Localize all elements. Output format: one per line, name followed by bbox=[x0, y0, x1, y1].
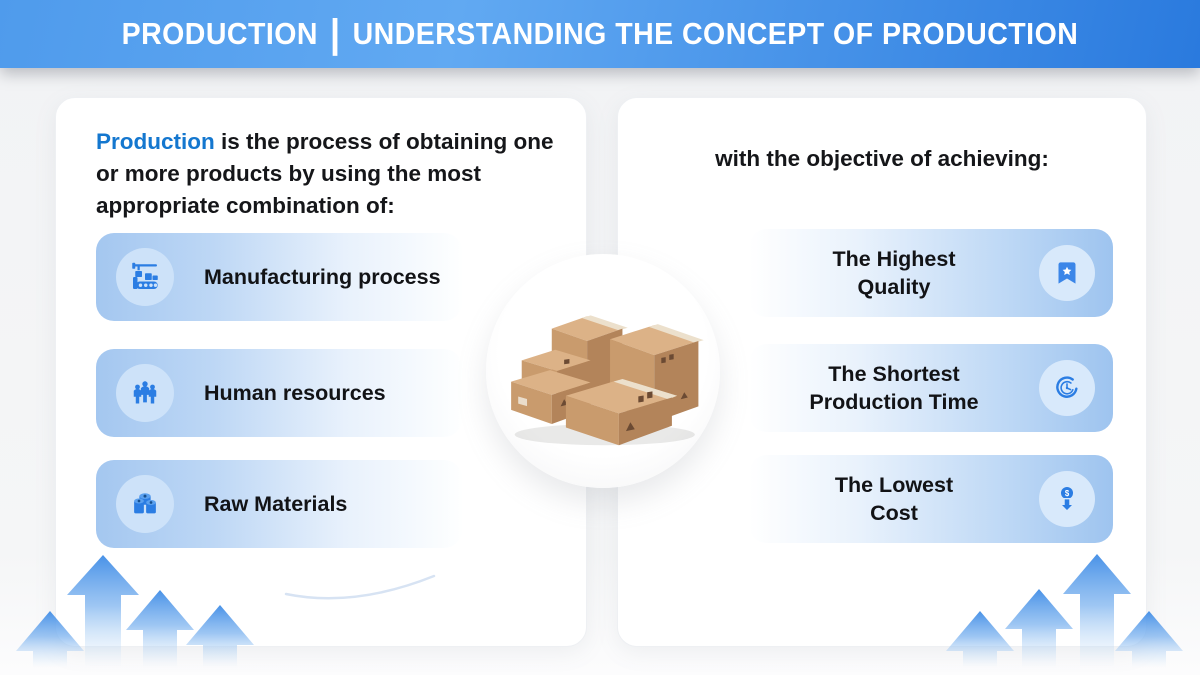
objective-label: The Lowest Cost bbox=[749, 473, 1039, 526]
production-inputs-card: Production is the process of obtaining o… bbox=[55, 97, 587, 647]
intro-rest: is the process of obtaining one or more … bbox=[96, 129, 554, 219]
factory-conveyor-icon bbox=[116, 248, 174, 306]
objective-line2: Production Time bbox=[809, 389, 979, 414]
title-banner: PRODUCTION|UNDERSTANDING THE CONCEPT OF … bbox=[0, 0, 1200, 68]
dollar-down-icon: $ bbox=[1039, 471, 1095, 527]
decorative-arc bbox=[284, 574, 436, 600]
timer-icon bbox=[1039, 360, 1095, 416]
page-title-left: PRODUCTION bbox=[121, 16, 318, 51]
objective-line1: The Lowest bbox=[834, 472, 954, 497]
list-item-label: Raw Materials bbox=[204, 491, 348, 516]
objective-lowest-cost: The Lowest Cost $ bbox=[749, 455, 1113, 543]
box-wide-front bbox=[565, 378, 678, 446]
list-item-human-resources: Human resources bbox=[96, 349, 462, 437]
intro-text: Production is the process of obtaining o… bbox=[96, 126, 578, 223]
objective-line1: The Shortest bbox=[828, 361, 960, 386]
people-icon bbox=[116, 364, 174, 422]
objective-line2: Quality bbox=[857, 274, 931, 299]
list-item-manufacturing-process: Manufacturing process bbox=[96, 233, 462, 321]
svg-text:$: $ bbox=[1065, 489, 1070, 498]
objective-shortest-production-time: The Shortest Production Time bbox=[749, 344, 1113, 432]
bookmark-star-icon bbox=[1039, 245, 1095, 301]
list-item-label: Manufacturing process bbox=[204, 264, 441, 289]
growth-arrows-right bbox=[946, 554, 1183, 668]
intro-highlight: Production bbox=[96, 129, 215, 154]
center-illustration-circle bbox=[486, 254, 720, 488]
objective-line2: Cost bbox=[870, 500, 918, 525]
list-item-raw-materials: Raw Materials bbox=[96, 460, 462, 548]
objective-highest-quality: The Highest Quality bbox=[749, 229, 1113, 317]
cardboard-boxes-illustration bbox=[511, 315, 704, 446]
objective-label: The Highest Quality bbox=[749, 247, 1039, 300]
page-title: PRODUCTION|UNDERSTANDING THE CONCEPT OF … bbox=[121, 12, 1079, 56]
objective-line1: The Highest bbox=[832, 246, 956, 271]
objective-label: The Shortest Production Time bbox=[749, 362, 1039, 415]
growth-arrows-left bbox=[16, 555, 254, 668]
barrels-icon bbox=[116, 475, 174, 533]
objectives-heading: with the objective of achieving: bbox=[715, 146, 1049, 171]
page-title-right: UNDERSTANDING THE CONCEPT OF PRODUCTION bbox=[352, 16, 1079, 51]
list-item-label: Human resources bbox=[204, 380, 386, 405]
